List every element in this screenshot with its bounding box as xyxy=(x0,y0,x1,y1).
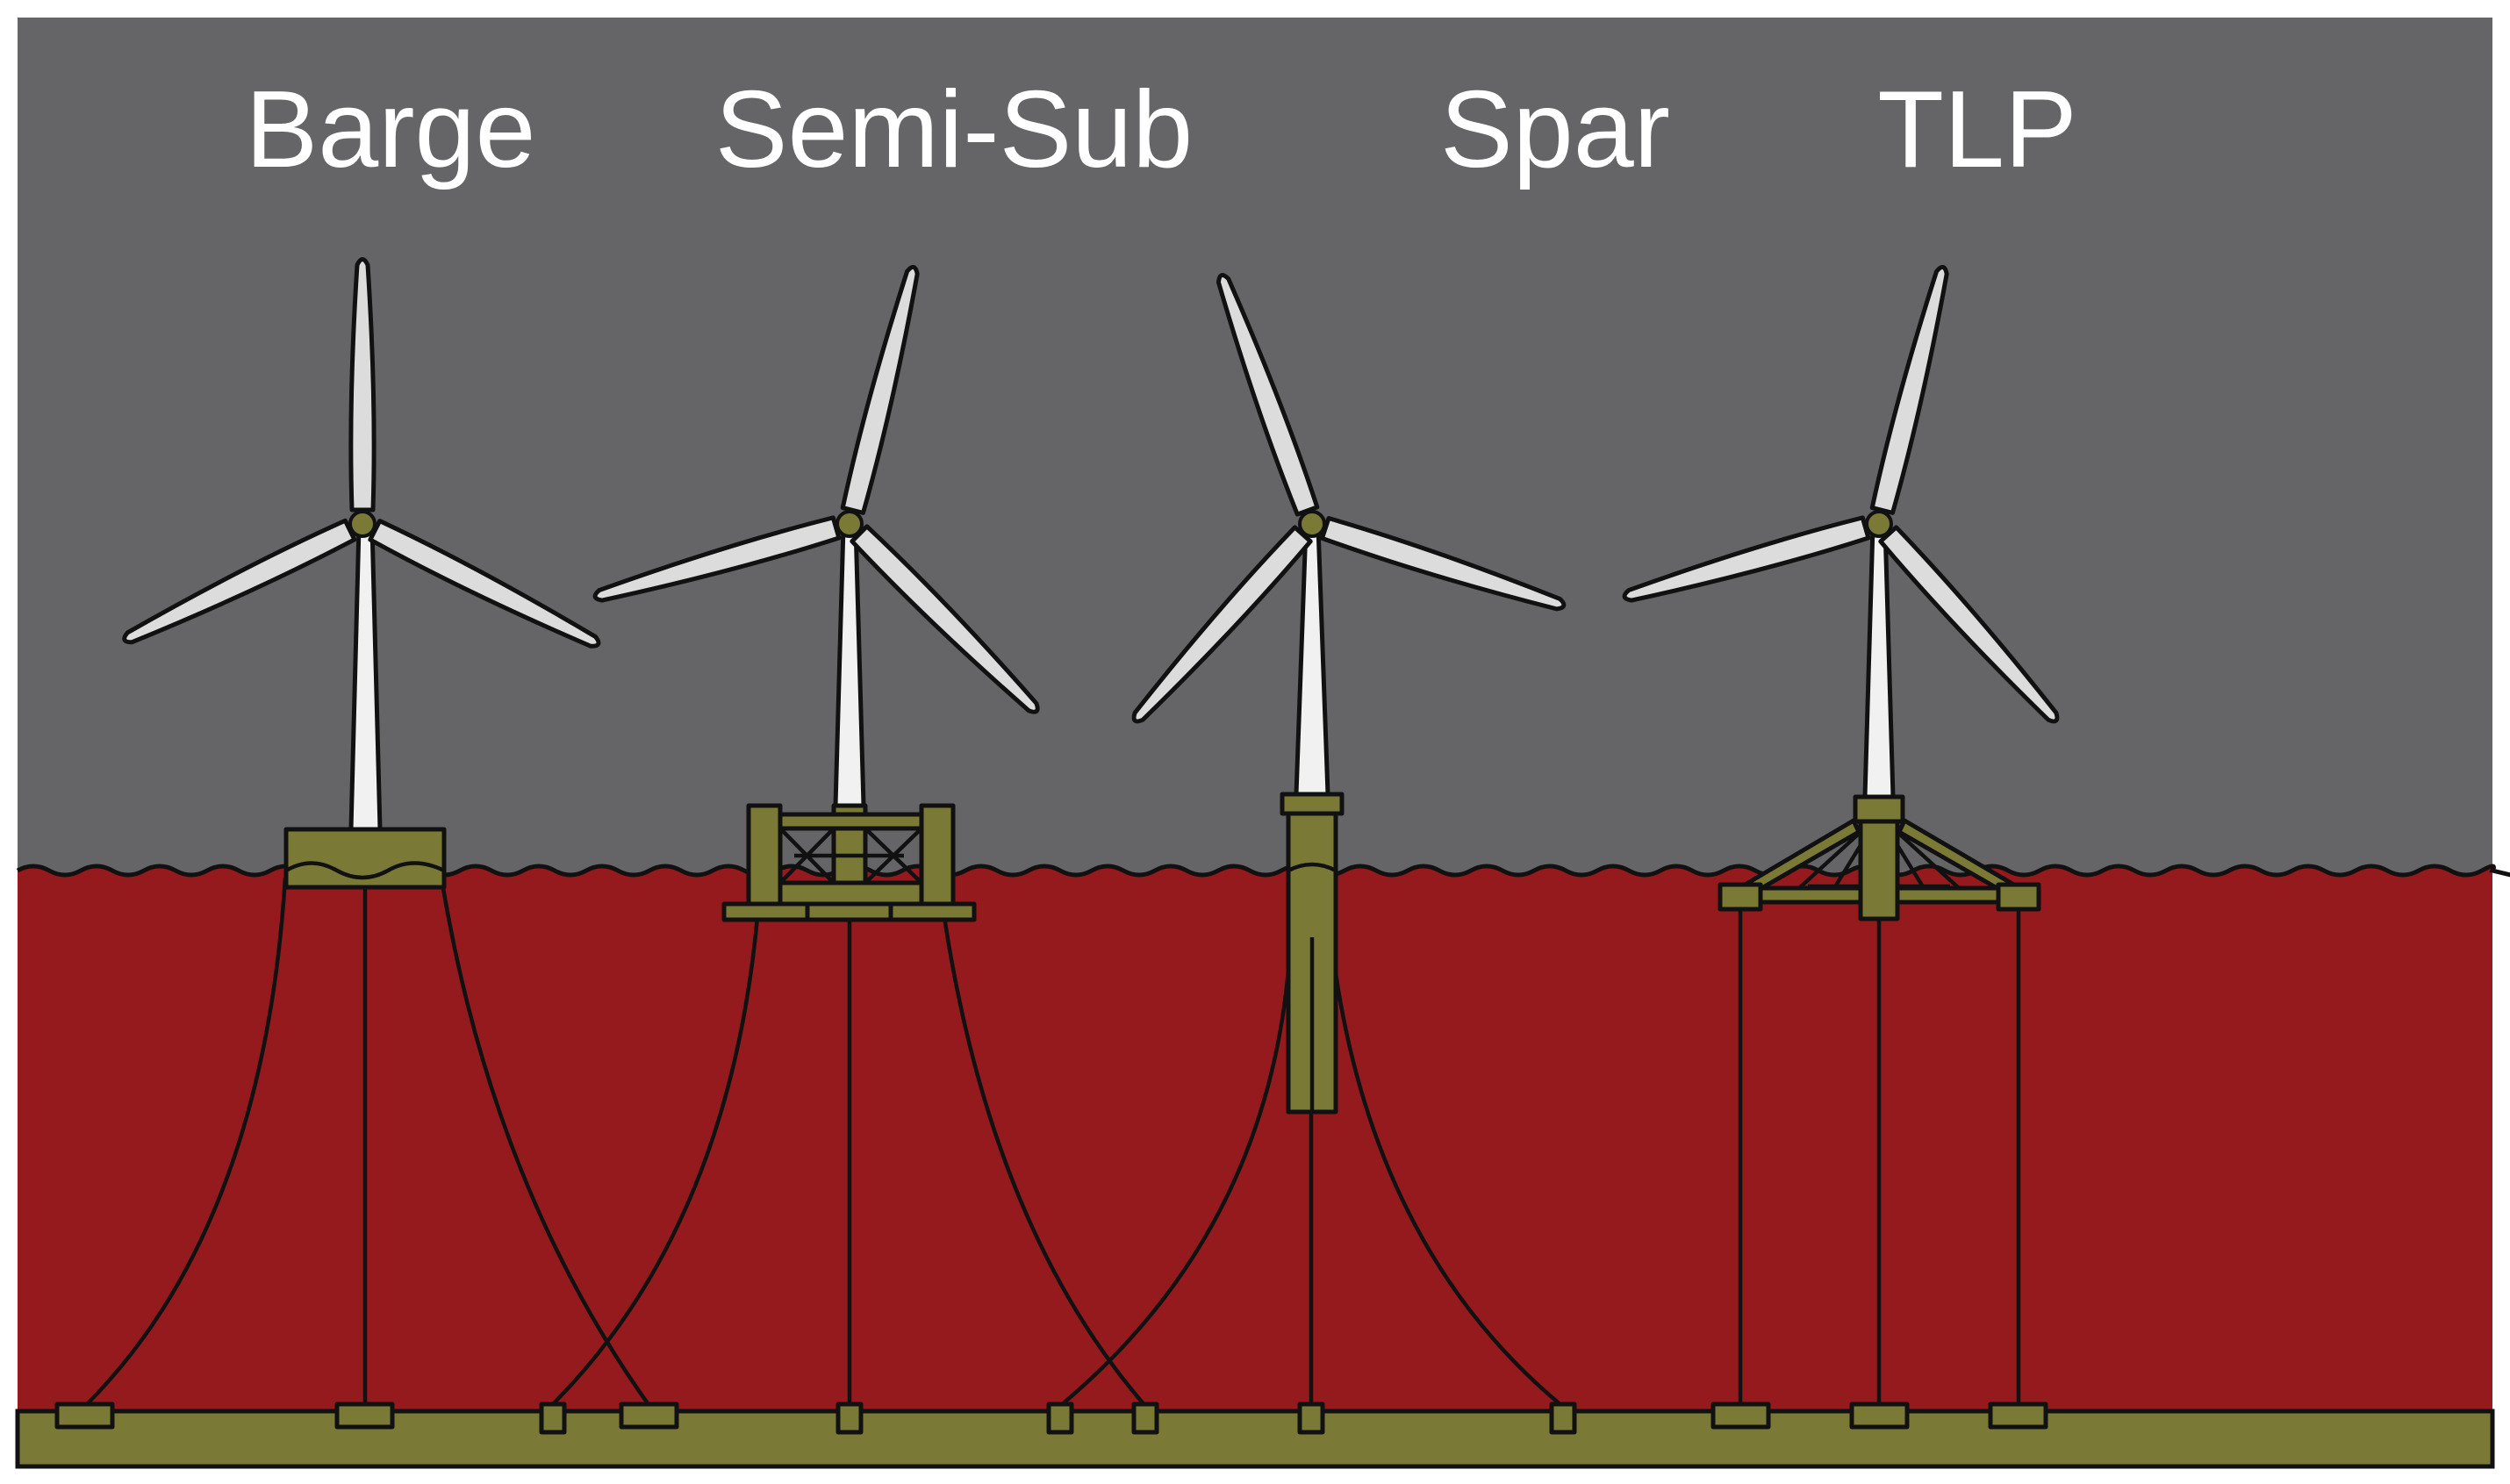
semi-sub-blade-3 xyxy=(592,515,842,603)
barge-blade-1 xyxy=(348,257,376,513)
tlp-pontoon-left xyxy=(1718,882,1763,912)
tlp-hub xyxy=(1865,510,1893,538)
semi-sub-heave-plate-left xyxy=(721,901,810,922)
semi-sub-anchor-center xyxy=(835,1402,864,1435)
spar-waterline xyxy=(1287,862,1337,873)
tlp-top-flange xyxy=(1853,794,1905,824)
semi-sub-heave-plate-center xyxy=(805,901,893,922)
semi-sub-blade-2 xyxy=(850,524,1040,714)
spar-top-flange xyxy=(1280,792,1345,816)
tlp-anchor-right xyxy=(1988,1402,2048,1430)
barge-mooring-line-left xyxy=(83,877,288,1408)
semi-sub-column-right xyxy=(919,803,956,907)
tlp-blade-2 xyxy=(1878,525,2060,724)
barge-hull-waterline xyxy=(284,861,445,880)
tlp-inner-bracing xyxy=(1797,832,1961,890)
spar-hub xyxy=(1298,510,1326,538)
barge-hub xyxy=(348,510,376,538)
barge-anchor-left xyxy=(54,1402,115,1430)
semi-sub-anchor-right xyxy=(1131,1402,1159,1435)
tlp-anchor-center xyxy=(1849,1402,1910,1430)
spar-rotor xyxy=(1131,273,1567,724)
barge-anchor-center xyxy=(334,1402,395,1430)
label-spar: Spar xyxy=(1440,69,1670,190)
semi-sub-platform-group xyxy=(539,264,1159,1435)
barge-anchor-right xyxy=(619,1402,679,1430)
spar-mooring-line-left xyxy=(1058,947,1293,1408)
tlp-anchor-left xyxy=(1710,1402,1771,1430)
barge-blade-3 xyxy=(122,518,357,645)
spar-blade-3 xyxy=(1131,525,1313,724)
semi-sub-cross-bracing xyxy=(778,827,923,885)
spar-blade-1 xyxy=(1216,273,1320,517)
semi-sub-blade-1 xyxy=(840,264,920,515)
semi-sub-hub xyxy=(835,510,864,538)
tlp-pontoon-right xyxy=(1996,882,2041,912)
spar-anchor-right xyxy=(1549,1402,1577,1435)
sea-body xyxy=(18,866,2510,1413)
semi-sub-mooring-line-left xyxy=(549,916,760,1408)
spar-anchor-left xyxy=(1046,1402,1074,1435)
tlp-center-column xyxy=(1858,818,1900,921)
semi-sub-rotor xyxy=(592,264,1040,714)
sky-background xyxy=(18,18,2492,878)
tlp-blade-1 xyxy=(1869,264,1949,515)
semi-sub-heave-plate-right xyxy=(888,901,977,922)
semi-sub-upper-brace xyxy=(778,812,924,831)
tlp-blade-3 xyxy=(1622,515,1871,603)
label-tlp: TLP xyxy=(1877,69,2076,190)
spar-anchor-center xyxy=(1297,1402,1325,1435)
spar-platform-group xyxy=(1046,273,1577,1435)
seabed xyxy=(15,1409,2495,1469)
label-barge: Barge xyxy=(246,69,536,190)
semi-sub-mooring-line-right xyxy=(942,916,1147,1408)
barge-rotor xyxy=(122,257,601,649)
semi-sub-column-left xyxy=(746,803,783,907)
semi-sub-anchor-left xyxy=(539,1402,567,1435)
semi-sub-lower-pontoon xyxy=(778,880,924,907)
spar-mooring-line-right xyxy=(1330,947,1564,1408)
barge-blade-2 xyxy=(368,519,601,649)
spar-blade-2 xyxy=(1320,516,1567,612)
tlp-rotor xyxy=(1622,264,2060,724)
label-semi-sub: Semi-Sub xyxy=(715,69,1193,190)
tlp-platform-group xyxy=(1622,264,2060,1430)
